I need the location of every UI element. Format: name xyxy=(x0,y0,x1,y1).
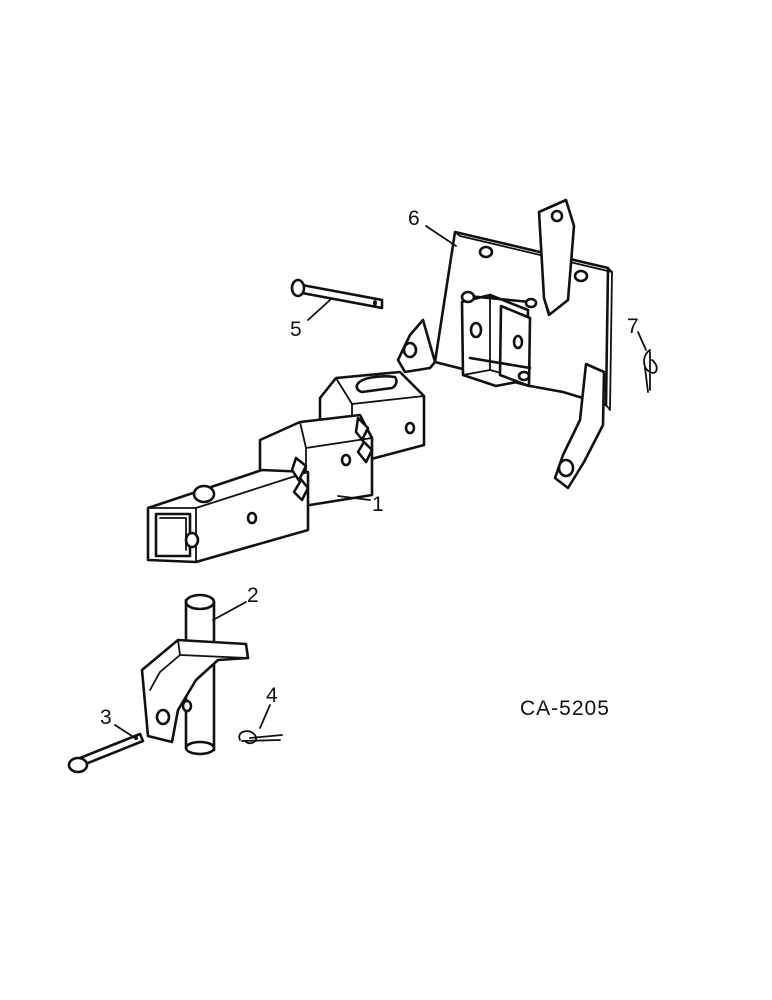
mounting-bracket-icon xyxy=(396,198,613,490)
callout-6: 6 xyxy=(408,207,420,230)
callout-2: 2 xyxy=(247,584,259,607)
leader-lines xyxy=(114,225,647,739)
leader-line-2 xyxy=(212,601,247,621)
callout-7: 7 xyxy=(627,315,639,338)
hair-pin-clip-icon xyxy=(643,349,658,393)
drawing-number: CA-5205 xyxy=(520,697,610,720)
hair-pin-clip-icon xyxy=(238,730,283,745)
leader-line-7 xyxy=(637,331,647,351)
callout-4: 4 xyxy=(266,684,278,707)
swivel-clevis-icon xyxy=(140,593,250,756)
callout-3: 3 xyxy=(100,706,112,729)
square-tube-drawbar-icon xyxy=(146,370,426,564)
leader-line-4 xyxy=(259,704,271,729)
leader-line-3 xyxy=(114,724,136,739)
leader-line-6 xyxy=(425,225,457,247)
clevis-pin-icon xyxy=(67,732,145,774)
leader-line-5 xyxy=(307,299,331,321)
long-pin-icon xyxy=(290,278,384,310)
callout-5: 5 xyxy=(290,318,302,341)
callout-1: 1 xyxy=(372,493,384,516)
leader-line-1 xyxy=(337,495,371,501)
